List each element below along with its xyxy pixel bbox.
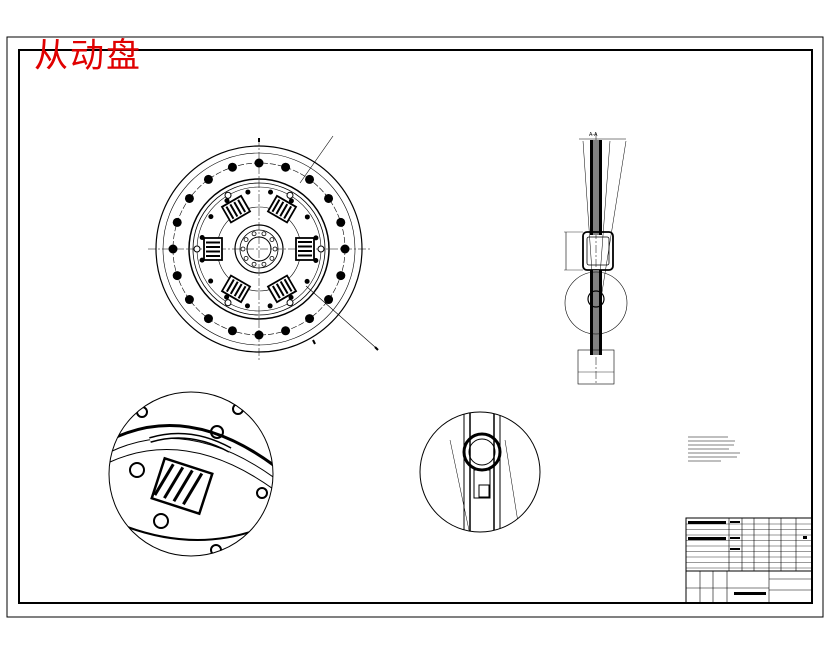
rivet-dot <box>168 244 178 254</box>
damper-spring <box>266 191 298 224</box>
rivet-dot <box>305 314 315 324</box>
inner-rivet-dot <box>224 294 230 300</box>
rivet-dot <box>336 271 346 281</box>
damper-spring <box>193 237 223 261</box>
spline-tooth <box>269 256 275 261</box>
inner-border <box>18 49 813 604</box>
rivet-dot <box>281 162 291 172</box>
spline-tooth <box>269 237 275 242</box>
spline-tooth <box>243 256 249 261</box>
spline-tooth <box>261 261 267 267</box>
inner-rivet-dot <box>288 294 294 300</box>
title-block-rows <box>686 523 812 569</box>
detail-view-middle <box>419 411 541 533</box>
inner-rivet-dot <box>268 189 274 195</box>
rivet-dot <box>254 330 264 340</box>
damper-spring <box>220 191 252 224</box>
rivet-dot <box>305 174 315 184</box>
rivet-dot <box>172 217 182 227</box>
rivet-dot <box>184 193 194 203</box>
inner-rivet-dot <box>208 214 214 220</box>
damper-spring <box>266 274 298 307</box>
title-block-fills <box>688 521 807 595</box>
damper-spring <box>220 274 252 307</box>
inner-rivet-dot <box>304 278 310 284</box>
inner-rivet-dot <box>224 198 230 204</box>
damper-spring <box>295 237 325 261</box>
rivet-dot <box>172 271 182 281</box>
rivet-holes <box>168 158 350 340</box>
spline-tooth <box>243 237 249 242</box>
inner-rivet-dot <box>304 214 310 220</box>
drawing-title: 从动盘 <box>34 36 142 76</box>
spline-tooth <box>272 246 278 252</box>
rivet-dot <box>184 295 194 305</box>
rivet-dot <box>324 295 334 305</box>
rivet-dot <box>336 217 346 227</box>
inner-rivet-dot <box>288 198 294 204</box>
damper-springs <box>193 191 325 307</box>
rivet-dot <box>203 314 213 324</box>
inner-rivet-dot <box>267 303 273 309</box>
detail-view-left <box>108 391 274 557</box>
section-label: A-A <box>589 132 598 138</box>
rivet-dot <box>324 193 334 203</box>
title-block <box>685 517 813 604</box>
rivet-dot <box>340 244 350 254</box>
rivet-dot <box>281 326 291 336</box>
technical-notes <box>688 436 740 462</box>
spline-tooth <box>261 231 267 237</box>
inner-rivet-dot <box>245 189 251 195</box>
rivet-dot <box>203 174 213 184</box>
spline-tooth <box>251 231 257 237</box>
inner-rivet-dot <box>244 303 250 309</box>
section-view <box>564 133 628 385</box>
spline-tooth <box>240 246 246 252</box>
rivet-dot <box>227 326 237 336</box>
inner-rivet-dot <box>208 278 214 284</box>
rivet-dot <box>227 162 237 172</box>
outer-border <box>6 36 824 618</box>
spline-tooth <box>251 261 257 267</box>
rivet-dot <box>254 158 264 168</box>
